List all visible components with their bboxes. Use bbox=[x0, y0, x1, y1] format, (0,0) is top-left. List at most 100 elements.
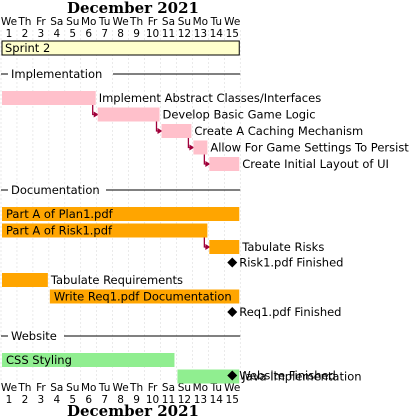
task-label: Develop Basic Game Logic bbox=[163, 108, 316, 122]
task-label: Implement Abstract Classes/Interfaces bbox=[99, 91, 322, 105]
task-label: Tabulate Requirements bbox=[50, 273, 183, 287]
day-number-bottom: 8 bbox=[117, 394, 124, 406]
section-label: Website bbox=[11, 329, 57, 343]
day-number-bottom: 6 bbox=[85, 394, 92, 406]
day-number-bottom: 4 bbox=[53, 394, 60, 406]
day-of-week-bottom: Tu bbox=[210, 382, 222, 394]
day-of-week-bottom: Mo bbox=[193, 382, 208, 394]
day-of-week-top: We bbox=[224, 16, 240, 28]
milestone-diamond bbox=[227, 257, 238, 268]
day-of-week-bottom: Sa bbox=[50, 382, 63, 394]
day-number-top: 2 bbox=[22, 28, 29, 40]
milestone-diamond bbox=[227, 307, 238, 317]
milestone-label: Website Finished bbox=[239, 369, 336, 383]
task-bar bbox=[2, 207, 240, 221]
milestone-diamond bbox=[227, 370, 238, 381]
task-bar bbox=[161, 124, 192, 138]
day-of-week-top: Su bbox=[178, 16, 191, 28]
day-of-week-bottom: Fr bbox=[148, 382, 158, 394]
day-number-top: 1 bbox=[6, 28, 13, 40]
day-of-week-top: Tu bbox=[98, 16, 110, 28]
day-number-top: 11 bbox=[162, 28, 175, 40]
sprint-bar bbox=[1, 40, 240, 56]
day-of-week-top: We bbox=[113, 16, 129, 28]
day-number-bottom: 14 bbox=[210, 394, 224, 406]
day-of-week-bottom: We bbox=[113, 382, 129, 394]
day-of-week-bottom: Sa bbox=[162, 382, 175, 394]
day-of-week-top: Sa bbox=[50, 16, 63, 28]
day-number-bottom: 12 bbox=[178, 394, 191, 406]
task-label: Create Initial Layout of UI bbox=[242, 157, 389, 171]
section-label: Implementation bbox=[11, 67, 102, 81]
milestone-label: Risk1.pdf Finished bbox=[239, 256, 343, 270]
task-bar bbox=[49, 289, 240, 304]
day-number-bottom: 9 bbox=[133, 394, 140, 406]
day-number-top: 12 bbox=[178, 28, 191, 40]
task-bar bbox=[193, 140, 208, 155]
day-number-top: 15 bbox=[226, 28, 239, 40]
day-of-week-bottom: Mo bbox=[81, 382, 96, 394]
day-of-week-top: Th bbox=[129, 16, 143, 28]
day-number-top: 14 bbox=[210, 28, 224, 40]
day-of-week-top: Tu bbox=[210, 16, 222, 28]
day-number-top: 3 bbox=[38, 28, 45, 40]
task-bar bbox=[2, 273, 48, 287]
task-label: Tabulate Risks bbox=[241, 240, 324, 254]
task-bar bbox=[209, 157, 240, 171]
day-number-top: 7 bbox=[101, 28, 108, 40]
task-bar bbox=[97, 107, 160, 122]
month-label-bottom: December 2021 bbox=[67, 402, 199, 420]
day-of-week-top: Su bbox=[66, 16, 79, 28]
day-number-top: 10 bbox=[146, 28, 159, 40]
day-of-week-top: Mo bbox=[81, 16, 96, 28]
dependency-arrowhead bbox=[205, 161, 211, 167]
task-label: CSS Styling bbox=[6, 353, 72, 367]
task-bar bbox=[2, 353, 175, 367]
task-label: Java Implementation bbox=[241, 370, 361, 384]
day-number-bottom: 1 bbox=[6, 394, 13, 406]
day-number-bottom: 10 bbox=[146, 394, 159, 406]
month-label-top: December 2021 bbox=[67, 0, 199, 17]
day-number-bottom: 15 bbox=[226, 394, 239, 406]
day-of-week-bottom: Su bbox=[66, 382, 79, 394]
day-number-bottom: 11 bbox=[162, 394, 175, 406]
day-of-week-bottom: Th bbox=[129, 382, 143, 394]
dependency-arrowhead bbox=[205, 244, 211, 250]
task-label: Write Req1.pdf Documentation bbox=[54, 290, 232, 304]
day-number-bottom: 7 bbox=[101, 394, 108, 406]
day-number-bottom: 2 bbox=[22, 394, 29, 406]
day-number-bottom: 3 bbox=[38, 394, 45, 406]
day-of-week-bottom: We bbox=[1, 382, 17, 394]
section-label: Documentation bbox=[11, 183, 100, 197]
task-bar bbox=[177, 369, 240, 384]
dependency-arrowhead bbox=[157, 128, 163, 134]
sprint-label: Sprint 2 bbox=[5, 41, 50, 55]
day-of-week-top: Sa bbox=[162, 16, 175, 28]
task-label: Allow For Game Settings To Persist bbox=[210, 141, 409, 155]
day-number-top: 13 bbox=[194, 28, 207, 40]
task-bar bbox=[2, 223, 208, 238]
day-of-week-top: We bbox=[1, 16, 17, 28]
day-of-week-bottom: Tu bbox=[98, 382, 110, 394]
task-label: Create A Caching Mechanism bbox=[194, 124, 363, 138]
day-number-top: 4 bbox=[53, 28, 60, 40]
day-number-top: 8 bbox=[117, 28, 124, 40]
milestone-label: Req1.pdf Finished bbox=[239, 305, 341, 319]
day-number-top: 6 bbox=[85, 28, 92, 40]
task-label: Part A of Plan1.pdf bbox=[6, 207, 114, 221]
dependency-arrowhead bbox=[189, 144, 195, 151]
day-of-week-bottom: We bbox=[224, 382, 240, 394]
day-number-top: 5 bbox=[69, 28, 76, 40]
day-number-bottom: 5 bbox=[69, 394, 76, 406]
day-of-week-bottom: Su bbox=[178, 382, 191, 394]
task-bar bbox=[2, 91, 96, 105]
dependency-arrowhead bbox=[93, 111, 99, 118]
day-of-week-top: Fr bbox=[148, 16, 158, 28]
day-of-week-top: Fr bbox=[36, 16, 46, 28]
day-of-week-bottom: Fr bbox=[36, 382, 46, 394]
day-of-week-bottom: Th bbox=[17, 382, 31, 394]
day-number-top: 9 bbox=[133, 28, 140, 40]
task-label: Part A of Risk1.pdf bbox=[6, 224, 113, 238]
day-of-week-top: Mo bbox=[193, 16, 208, 28]
